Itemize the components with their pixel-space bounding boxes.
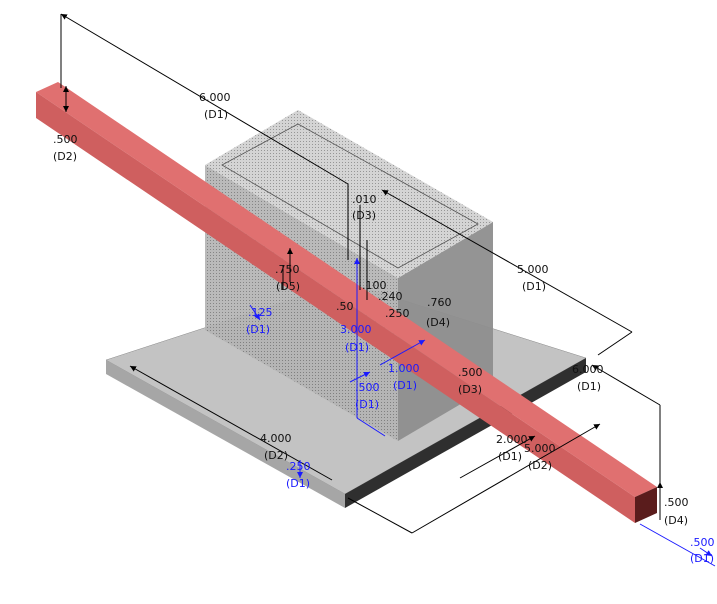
dim-tag: (D1) — [393, 379, 417, 392]
dim-tag: (D1) — [246, 323, 270, 336]
dim-4000-d2[interactable]: 4.000 (D2) — [260, 432, 292, 462]
dim-tag: (D1) — [498, 450, 522, 463]
red-bar-end-face — [635, 487, 657, 523]
dim-tag: (D1) — [345, 341, 369, 354]
dim-750-d5[interactable]: .750 (D5) — [275, 263, 300, 293]
dim-tag: (D1) — [522, 280, 546, 293]
small-label-50: .50 — [336, 300, 354, 313]
dim-010-d3[interactable]: .010 (D3) — [352, 193, 377, 222]
dim-value: 5.000 — [524, 442, 556, 455]
dim-value: 6.000 — [572, 363, 604, 376]
dim-tag: (D2) — [53, 150, 77, 163]
dim-value: .500 — [690, 536, 715, 549]
dim-value: 1.000 — [388, 362, 420, 375]
small-label-760: .760 — [427, 296, 452, 309]
dim-tag: (D4) — [664, 514, 688, 527]
dimension-lines-black — [60, 13, 663, 534]
dim-5000-d2[interactable]: 5.000 (D2) — [524, 442, 556, 472]
small-dimension-cluster: .760 (D4) .240 .250 .50 .100 — [336, 279, 452, 329]
dim-250-d1[interactable]: .250 (D1) — [286, 460, 311, 490]
dim-tag: (D3) — [352, 209, 376, 222]
dim-tag: (D1) — [286, 477, 310, 490]
dim-6000-d1-right[interactable]: 6.000 (D1) — [572, 363, 604, 393]
dim-value: 5.000 — [517, 263, 549, 276]
small-label-100: .100 — [362, 279, 387, 292]
red-bar-front-face — [36, 92, 635, 523]
dim-tag: (D1) — [355, 398, 379, 411]
dim-tag: (D1) — [577, 380, 601, 393]
dim-tag: (D2) — [264, 449, 288, 462]
base-plate-right-face — [345, 358, 586, 508]
dim-500-d3[interactable]: .500 (D3) — [458, 366, 483, 396]
housing-inner-outline — [221, 123, 479, 269]
dim-value: .010 — [352, 193, 377, 206]
dim-500-d2-left[interactable]: .500 (D2) — [53, 133, 78, 163]
small-label-240: .240 — [378, 290, 403, 303]
dim-2000-d1[interactable]: 2.000 (D1) — [496, 433, 528, 463]
dim-tag: (D1) — [204, 108, 228, 121]
red-bar-top-face — [36, 82, 657, 497]
dim-tag: (D2) — [528, 459, 552, 472]
dim-value: .500 — [355, 381, 380, 394]
small-label-250: .250 — [385, 307, 410, 320]
dim-tag: (D5) — [276, 280, 300, 293]
dim-value: 2.000 — [496, 433, 528, 446]
dim-500-d4[interactable]: .500 (D4) — [664, 496, 689, 527]
red-bar[interactable] — [36, 82, 657, 523]
dimension-labels: 6.000 (D1) .500 (D2) .010 (D3) 5.000 (D1… — [53, 91, 715, 565]
dim-value: 6.000 — [199, 91, 231, 104]
housing-top-face — [205, 110, 493, 278]
base-plate-front-face — [106, 360, 345, 508]
dim-value: .500 — [53, 133, 78, 146]
dim-value: .250 — [286, 460, 311, 473]
dim-500-d1-corner[interactable]: .500 (D1) — [690, 536, 715, 565]
dim-125-d1[interactable]: .125 (D1) — [246, 306, 273, 336]
dimension-lines-blue — [249, 258, 716, 567]
dim-value: .500 — [458, 366, 483, 379]
dim-1000-d1[interactable]: 1.000 (D1) — [388, 362, 420, 392]
dim-value: .750 — [275, 263, 300, 276]
dim-6000-d1-top[interactable]: 6.000 (D1) — [199, 91, 231, 121]
dim-tag: (D3) — [458, 383, 482, 396]
dim-value: 4.000 — [260, 432, 292, 445]
dim-value: 3.000 — [340, 323, 372, 336]
dim-value: .500 — [664, 496, 689, 509]
dim-tag: (D1) — [690, 552, 714, 565]
dim-value: .125 — [248, 306, 273, 319]
dim-3000-d1[interactable]: 3.000 (D1) — [340, 323, 372, 354]
dim-5000-d1-right[interactable]: 5.000 (D1) — [517, 263, 549, 293]
small-label-d4: (D4) — [426, 316, 450, 329]
dim-500-d1-center[interactable]: .500 (D1) — [355, 381, 380, 411]
